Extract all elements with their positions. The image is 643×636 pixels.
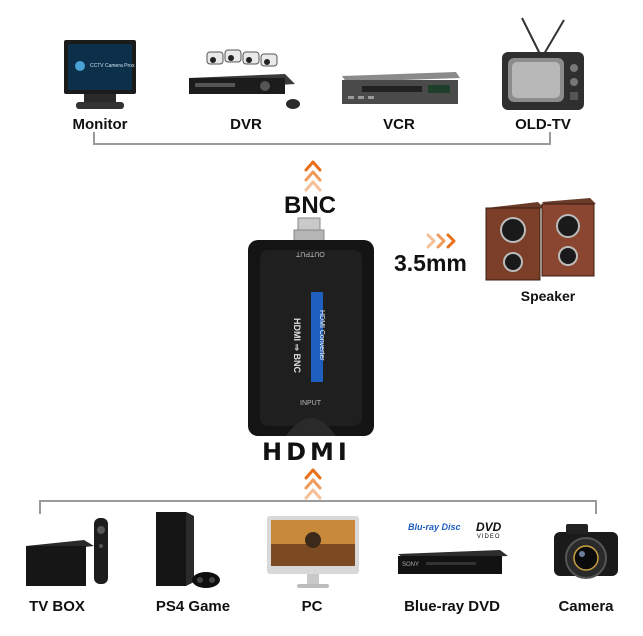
monitor-device: CCTV Camera Pros bbox=[62, 38, 138, 112]
bluray-logo: Blu-ray Disc bbox=[408, 522, 461, 532]
converter-input-port-label: INPUT bbox=[300, 400, 321, 407]
converter-subtitle: HDMI Converter bbox=[318, 310, 325, 361]
label-old-tv: OLD-TV bbox=[515, 116, 571, 133]
ps4-icon bbox=[156, 512, 220, 588]
tv-box-icon bbox=[26, 518, 108, 586]
bluray-player-icon bbox=[398, 550, 508, 574]
dvr-device bbox=[185, 48, 305, 112]
dvd-logo: DVD VIDEO bbox=[476, 520, 501, 540]
converter-output-port-label: OUTPUT bbox=[296, 250, 325, 257]
old-tv-device bbox=[500, 16, 586, 112]
bottom-bracket-left-tick bbox=[39, 500, 41, 514]
audio-label: 3.5mm bbox=[394, 250, 467, 276]
label-vcr: VCR bbox=[383, 116, 415, 133]
label-dvr: DVR bbox=[230, 116, 262, 133]
arrow-up-input-icon bbox=[304, 468, 322, 500]
vcr-icon bbox=[342, 72, 460, 104]
converter-device bbox=[248, 217, 374, 436]
label-tv-box: TV BOX bbox=[29, 598, 85, 615]
label-pc: PC bbox=[301, 598, 323, 615]
bnc-label: BNC bbox=[284, 192, 336, 219]
converter-title: HDMI ⇒ BNC bbox=[292, 318, 302, 374]
top-bracket-right-tick bbox=[549, 132, 551, 144]
player-brand-text: SONY bbox=[402, 562, 420, 568]
old-tv-icon bbox=[502, 17, 584, 110]
label-speaker: Speaker bbox=[520, 288, 576, 304]
camera-icon bbox=[554, 524, 618, 579]
label-ps4-game: PS4 Game bbox=[155, 598, 231, 615]
pc-icon bbox=[267, 516, 359, 588]
hdmi-logo: HDMI bbox=[262, 438, 351, 466]
dvr-icon bbox=[189, 49, 300, 109]
monitor-icon bbox=[64, 40, 136, 109]
dvd-logo-text: DVD bbox=[476, 520, 502, 534]
top-bracket-line bbox=[93, 143, 551, 145]
arrow-right-audio-icon bbox=[426, 233, 456, 249]
bottom-bracket-right-tick bbox=[595, 500, 597, 514]
label-blue-ray-dvd: Blue-ray DVD bbox=[404, 598, 500, 615]
bluray-logo-text: Blu-ray Disc bbox=[408, 522, 461, 532]
top-bracket-left-tick bbox=[93, 132, 95, 144]
speaker-icon bbox=[485, 198, 596, 281]
label-camera: Camera bbox=[558, 598, 614, 615]
vcr-device bbox=[340, 68, 462, 108]
label-monitor: Monitor bbox=[72, 116, 128, 133]
arrow-up-output-icon bbox=[304, 160, 322, 192]
monitor-screen-text: CCTV Camera Pros bbox=[90, 63, 135, 69]
bottom-bracket-line bbox=[39, 500, 597, 502]
dvd-logo-sub: VIDEO bbox=[476, 534, 501, 540]
